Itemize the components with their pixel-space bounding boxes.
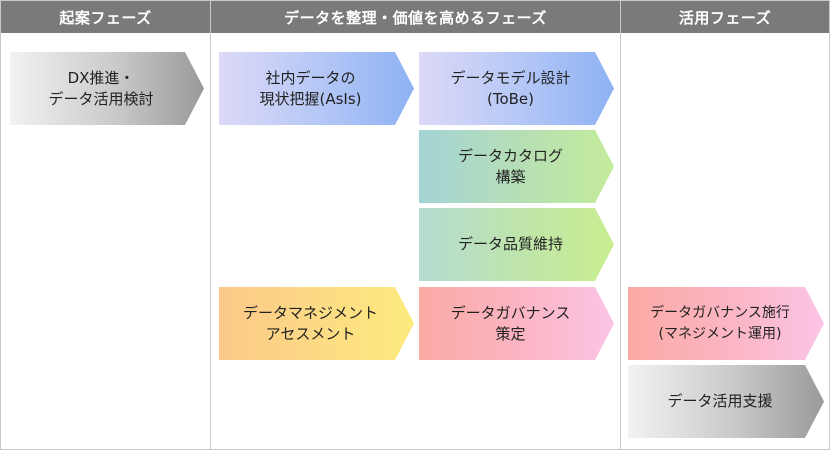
step-governance-exec: データガバナンス施行 (マネジメント運用) [628,287,824,360]
phase-header-organize: データを整理・価値を高めるフェーズ [211,1,620,33]
phase-header-proposal: 起案フェーズ [1,1,210,33]
step-tobe-label: データモデル設計 (ToBe) [450,68,571,108]
step-dx-study-label: DX推進・ データ活用検討 [48,68,154,108]
step-quality-label: データ品質維持 [457,235,563,253]
step-governance-plan-label: データガバナンス 策定 [450,303,571,343]
step-asis: 社内データの 現状把握(AsIs) [219,52,414,125]
step-governance-exec-label: データガバナンス施行 (マネジメント運用) [650,304,790,342]
step-dx-study: DX推進・ データ活用検討 [10,52,204,125]
step-assessment: データマネジメント アセスメント [219,287,414,360]
phase-header-utilize: 活用フェーズ [621,1,829,33]
step-catalog-label: データカタログ 構築 [457,146,563,186]
step-quality: データ品質維持 [419,208,614,281]
step-governance-plan: データガバナンス 策定 [419,287,614,360]
step-support-label: データ活用支援 [667,392,773,410]
step-support: データ活用支援 [628,365,824,438]
step-assessment-label: データマネジメント アセスメント [242,303,378,343]
step-asis-label: 社内データの 現状把握(AsIs) [259,68,362,108]
step-catalog: データカタログ 構築 [419,130,614,203]
step-tobe: データモデル設計 (ToBe) [419,52,614,125]
